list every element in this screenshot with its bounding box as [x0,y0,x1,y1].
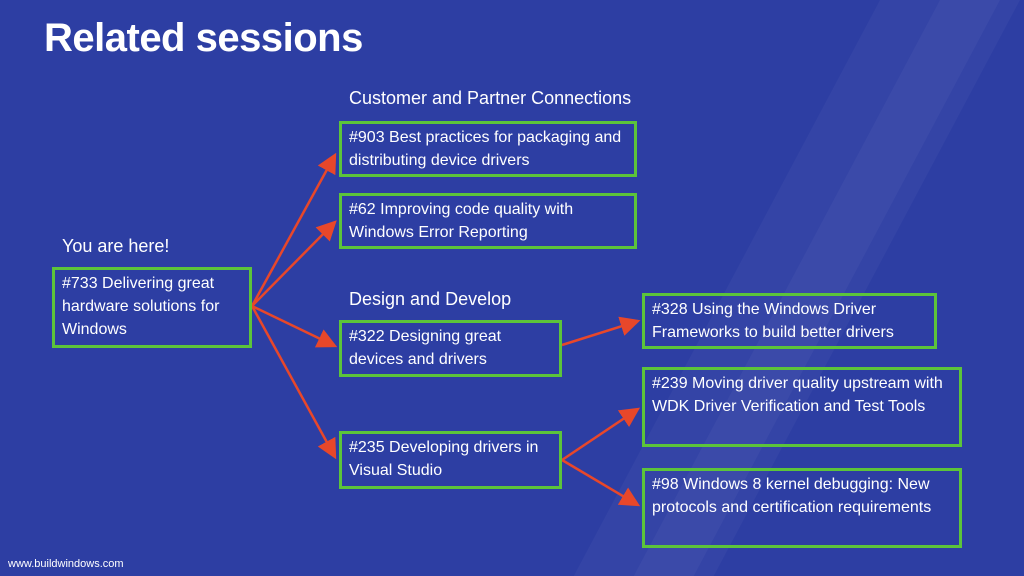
session-box-62: #62 Improving code quality with Windows … [339,193,637,249]
session-box-328: #328 Using the Windows Driver Frameworks… [642,293,937,349]
you-are-here-label: You are here! [62,236,170,256]
session-box-98: #98 Windows 8 kernel debugging: New prot… [642,468,962,548]
slide-title: Related sessions [44,16,363,60]
session-box-235: #235 Developing drivers in Visual Studio [339,431,562,489]
arrow-733-to-903 [250,152,337,307]
arrow-733-to-235 [250,305,337,460]
arrow-235-to-98 [561,458,641,507]
arrow-733-to-62 [251,220,337,307]
arrow-733-to-322 [251,304,338,348]
session-box-903: #903 Best practices for packaging and di… [339,121,637,177]
arrow-235-to-239 [561,407,641,462]
arrow-322-to-328 [561,316,641,347]
group-heading-design: Design and Develop [349,289,512,309]
footer-url: www.buildwindows.com [8,558,124,570]
current-session-box: #733 Delivering great hardware solutions… [52,267,252,348]
session-box-322: #322 Designing great devices and drivers [339,320,562,377]
group-heading-customer: Customer and Partner Connections [349,88,632,108]
session-box-239: #239 Moving driver quality upstream with… [642,367,962,447]
